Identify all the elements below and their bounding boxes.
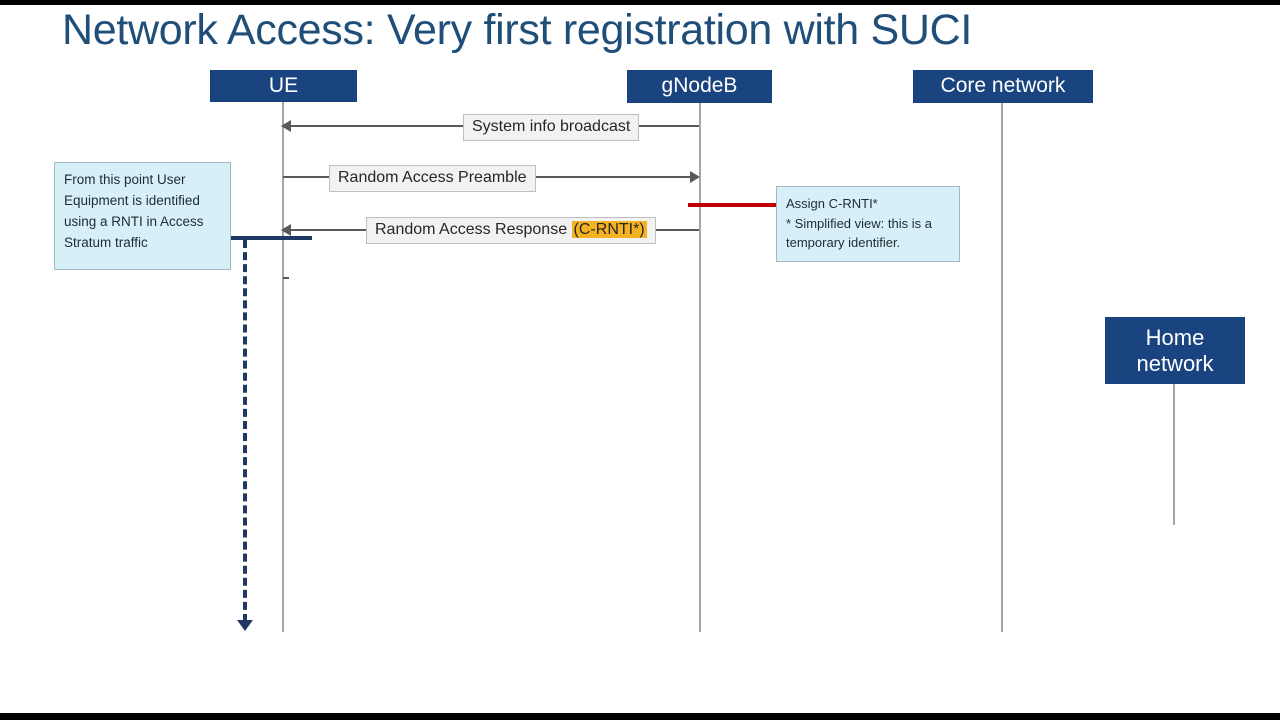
arrowhead-right-icon-random-access-preamble bbox=[690, 171, 700, 183]
bottom-letterbox-bar bbox=[0, 713, 1280, 720]
arrowhead-down-icon-dashed-scope bbox=[237, 620, 253, 631]
note-assign-crnti[interactable]: Assign C-RNTI* * Simplified view: this i… bbox=[776, 186, 960, 262]
note-assign-crnti-line2: * Simplified view: this is a temporary i… bbox=[786, 215, 932, 251]
actor-label-home-network: Home network bbox=[1136, 325, 1214, 376]
actor-label-gnodeb: gNodeB bbox=[661, 74, 738, 98]
lifeline-ue bbox=[282, 102, 284, 632]
page-title: Network Access: Very first registration … bbox=[62, 6, 973, 54]
note-rnti-identification[interactable]: From this point User Equipment is identi… bbox=[54, 162, 231, 270]
arrowhead-left-icon-random-access-response bbox=[281, 224, 291, 236]
message-label-crnti-highlight: (C-RNTI*) bbox=[571, 221, 647, 238]
message-label-system-info-broadcast[interactable]: System info broadcast bbox=[463, 114, 640, 141]
dashed-scope-line bbox=[243, 240, 247, 622]
arrowhead-left-icon-system-info-broadcast bbox=[281, 120, 291, 132]
actor-label-ue: UE bbox=[268, 73, 299, 97]
lifeline-core-network bbox=[1001, 103, 1003, 632]
top-letterbox-bar bbox=[0, 0, 1280, 5]
note-connector-right bbox=[688, 203, 783, 207]
note-assign-crnti-line1: Assign C-RNTI* bbox=[786, 196, 878, 211]
actor-box-home-network[interactable]: Home network bbox=[1105, 317, 1245, 384]
message-label-random-access-preamble[interactable]: Random Access Preamble bbox=[329, 165, 536, 192]
lifeline-gnodeb bbox=[699, 103, 701, 632]
actor-box-gnodeb[interactable]: gNodeB bbox=[627, 70, 772, 103]
actor-label-core-network: Core network bbox=[940, 74, 1066, 98]
lifeline-home-network bbox=[1173, 384, 1175, 525]
message-label-random-access-response[interactable]: Random Access Response (C-RNTI*) bbox=[366, 217, 656, 244]
note-connector-left bbox=[216, 236, 312, 240]
actor-box-core-network[interactable]: Core network bbox=[913, 70, 1093, 103]
message-label-random-access-response-text: Random Access Response bbox=[375, 221, 572, 238]
actor-box-ue[interactable]: UE bbox=[210, 70, 357, 102]
lifeline-tick-ue bbox=[283, 277, 289, 279]
